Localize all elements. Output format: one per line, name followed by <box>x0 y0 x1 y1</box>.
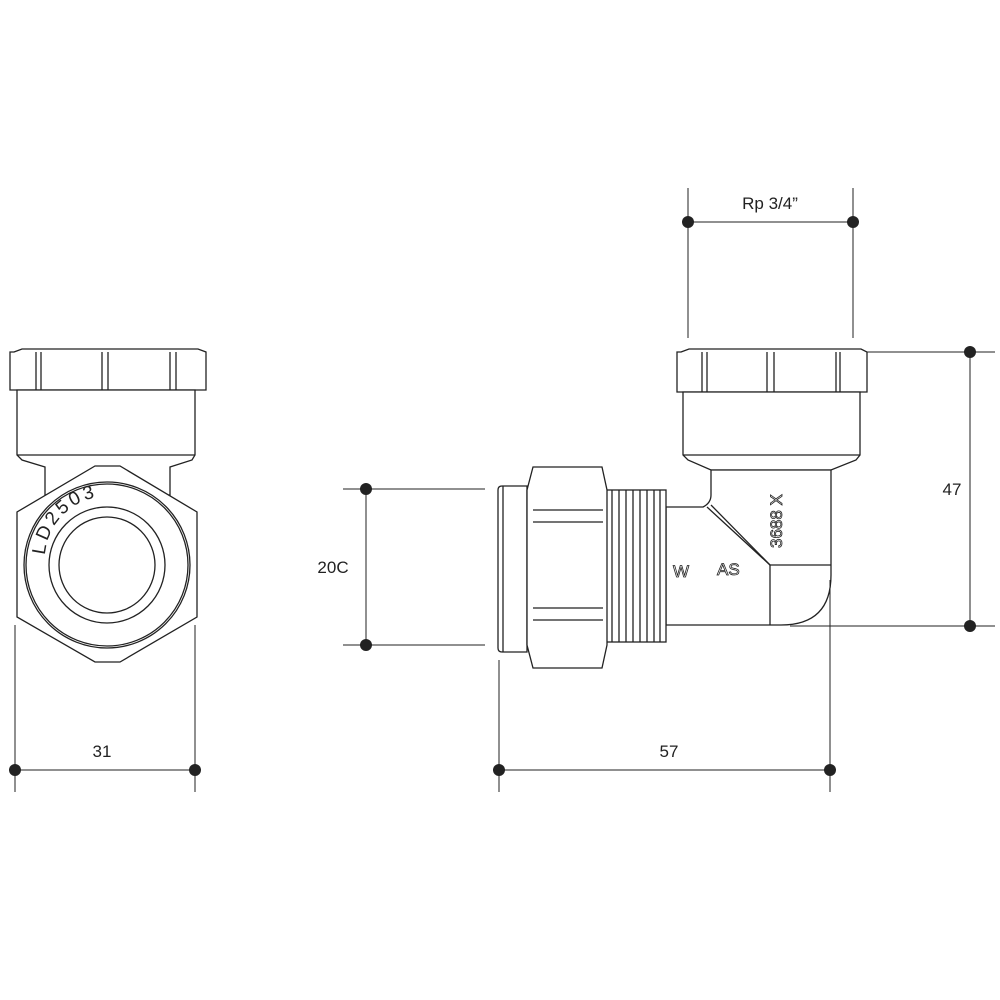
elbow-body <box>665 469 832 626</box>
end-view: LD2503 <box>9 348 207 663</box>
dimension-pipe: 20C <box>317 483 485 651</box>
standard-marking: 3688 X <box>767 494 786 548</box>
top-hex-nut <box>676 348 868 393</box>
compression-nut <box>526 466 608 669</box>
top-body <box>682 391 861 471</box>
dimension-width-label: 31 <box>93 742 112 761</box>
dimension-width: 31 <box>9 625 201 792</box>
dimension-height: 47 <box>790 346 995 632</box>
thread <box>605 489 667 643</box>
end-view-hex-front <box>16 465 198 663</box>
pipe-end <box>497 485 528 653</box>
dimension-length-label: 57 <box>660 742 679 761</box>
dimension-thread-label: Rp 3/4” <box>742 194 798 213</box>
watermark-logo: W <box>673 562 689 581</box>
end-view-body <box>16 389 196 496</box>
dimension-pipe-label: 20C <box>317 558 348 577</box>
dimension-thread: Rp 3/4” <box>682 188 859 338</box>
side-view: W AS 3688 X <box>497 348 868 669</box>
dimension-height-label: 47 <box>943 480 962 499</box>
dimension-length: 57 <box>493 580 836 792</box>
certification-marking: AS <box>717 560 740 579</box>
